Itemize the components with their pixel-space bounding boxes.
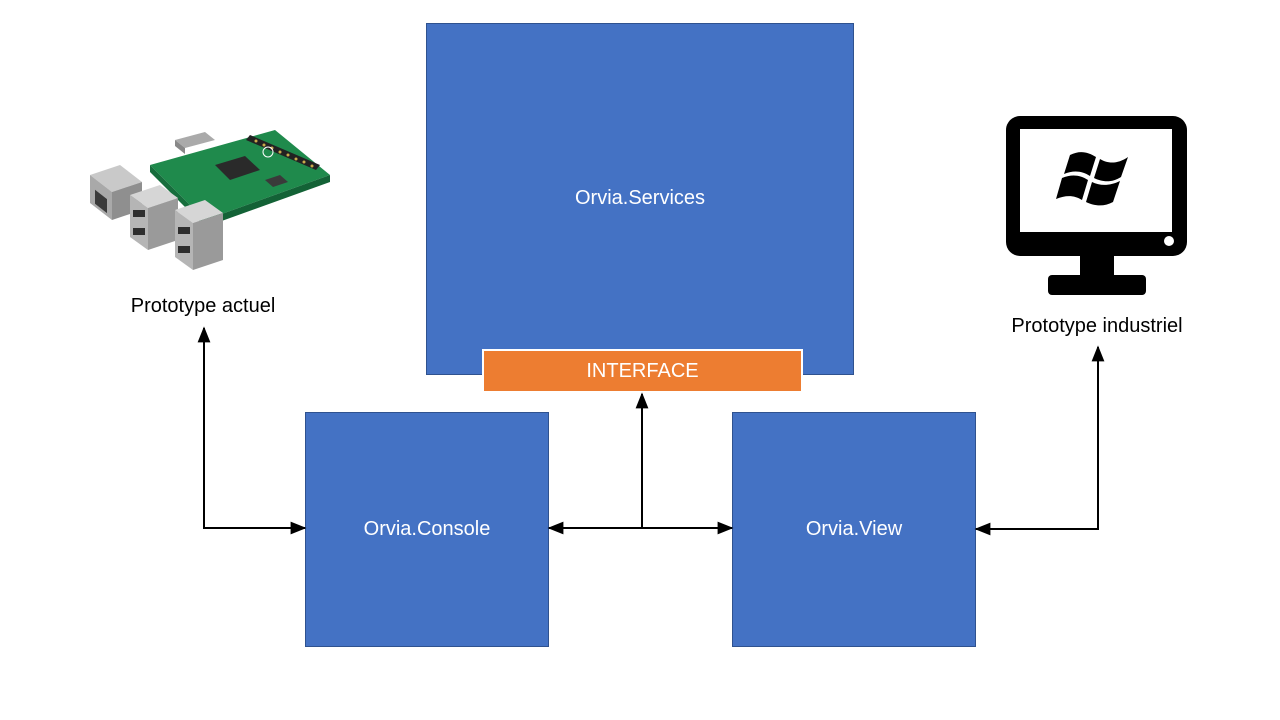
raspberry-pi-board-icon [90, 130, 330, 270]
node-orvia-console-label: Orvia.Console [363, 518, 491, 540]
node-orvia-services-label: Orvia.Services [574, 187, 706, 209]
caption-prototype-industriel: Prototype industriel [1011, 315, 1183, 337]
node-orvia-console: Orvia.Console [305, 412, 549, 647]
node-orvia-view: Orvia.View [732, 412, 976, 647]
node-orvia-view-label: Orvia.View [805, 518, 903, 540]
windows-monitor-icon [1006, 116, 1187, 295]
edge-prototype-actuel-console [197, 326, 307, 535]
edge-view-prototype-industriel [974, 345, 1105, 536]
node-orvia-services: Orvia.Services [426, 23, 854, 375]
node-interface-label: INTERFACE [586, 359, 699, 382]
caption-prototype-actuel: Prototype actuel [130, 295, 276, 317]
node-interface: INTERFACE [482, 349, 803, 393]
